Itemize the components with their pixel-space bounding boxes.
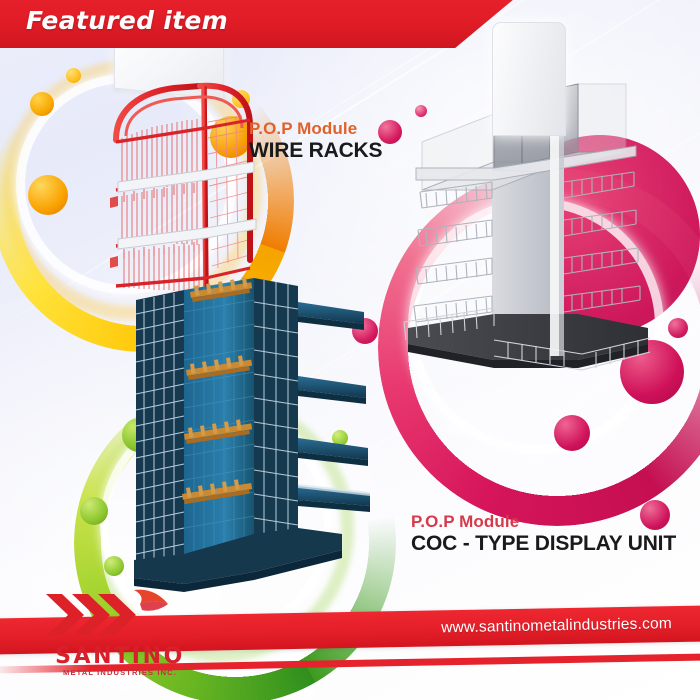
coc-display-illustration [403,83,651,371]
green-sphere [332,430,348,446]
product-coc-display-unit [382,22,672,382]
pink-sphere [640,500,670,530]
wire-rack-illustration [110,82,257,292]
pink-sphere [554,415,590,451]
caption-wire-racks: P.O.P Module WIRE RACKS [249,119,383,163]
orange-sphere [28,175,68,215]
chevron-arrows-mark-icon [46,589,168,636]
orange-sphere [66,68,81,83]
product-blue-gondola [128,272,378,602]
coc-header-panel [492,22,566,136]
caption-title: WIRE RACKS [249,139,383,162]
product-red-wire-rack [96,24,276,292]
santino-logo[interactable]: SANTINO METAL INDUSTRIES INC. [36,588,206,684]
featured-item-banner [0,0,520,48]
logo-company-name: SANTINO [55,644,185,669]
caption-title: COC - TYPE DISPLAY UNIT [411,532,676,555]
gondola-illustration [134,277,370,592]
pink-sphere [668,318,688,338]
caption-coc-display: P.O.P Module COC - TYPE DISPLAY UNIT [411,512,676,556]
green-sphere [80,497,108,525]
orange-sphere [30,92,54,116]
caption-kicker: P.O.P Module [249,119,358,138]
pink-sphere [378,120,402,144]
caption-kicker: P.O.P Module [411,512,520,531]
pink-sphere [415,105,427,117]
green-sphere [104,556,124,576]
logo-tagline: METAL INDUSTRIES INC. [63,668,177,677]
featured-item-label: Featured item [26,6,229,35]
